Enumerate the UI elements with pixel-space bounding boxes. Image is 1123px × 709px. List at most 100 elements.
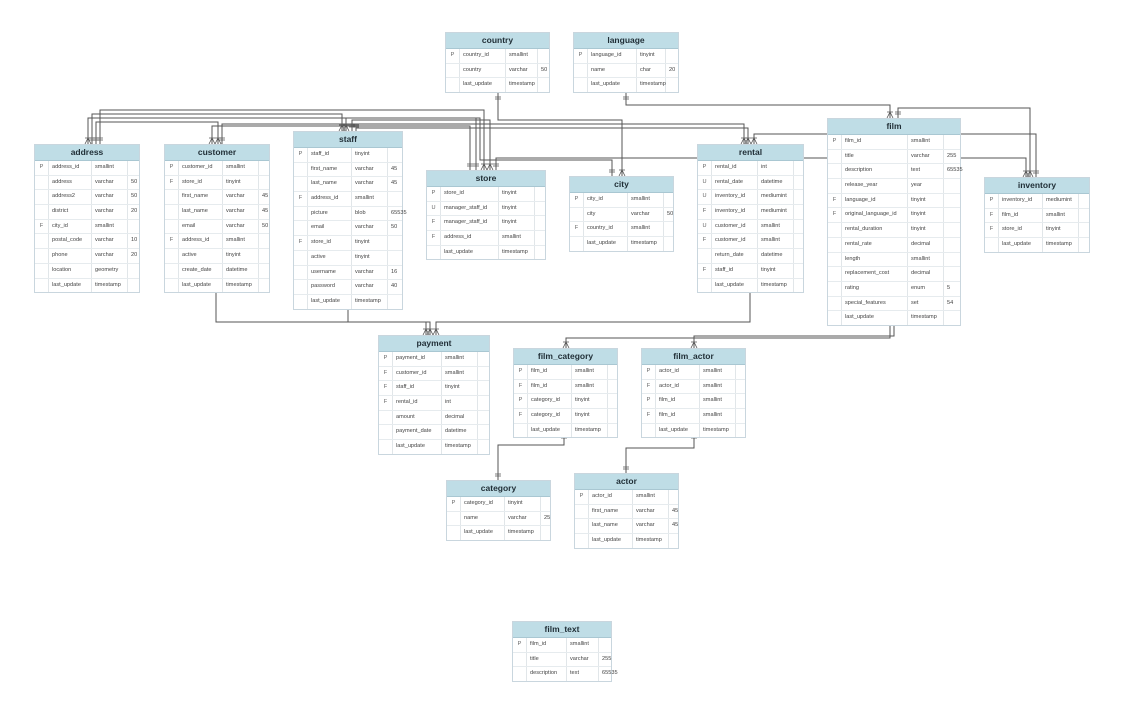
column-row[interactable]: rental_durationtinyint [828,223,960,238]
column-row[interactable]: pictureblob65535 [294,206,407,222]
column-row[interactable]: descriptiontext65535 [828,164,963,180]
column-row[interactable]: activetinyint [294,250,402,266]
table-film[interactable]: filmPfilm_idsmallinttitlevarchar255descr… [827,118,963,326]
table-payment[interactable]: paymentPpayment_idsmallintFcustomer_idsm… [378,335,490,455]
column-row[interactable]: Paddress_idsmallint [35,161,139,176]
column-row[interactable]: amountdecimal [379,410,489,426]
column-row[interactable]: titlevarchar255 [828,149,960,165]
table-city[interactable]: cityPcity_idsmallintcityvarchar50Fcountr… [569,176,674,252]
column-row[interactable]: Pstore_idtinyint [427,187,545,202]
column-row[interactable]: Fmanager_staff_idtinyint [427,216,545,232]
column-row[interactable]: Ppayment_idsmallint [379,352,489,367]
column-row[interactable]: Ucustomer_idsmallint [698,219,803,235]
column-row[interactable]: Pcountry_idsmallint [446,49,549,64]
column-row[interactable]: emailvarchar50 [294,221,402,237]
column-row[interactable]: descriptiontext65535 [513,667,618,682]
column-row[interactable]: Pfilm_idsmallint [513,638,611,653]
column-row[interactable]: postal_codevarchar10 [35,234,139,250]
table-address[interactable]: addressPaddress_idsmallintaddressvarchar… [34,144,140,294]
column-row[interactable]: Fcustomer_idsmallint [698,234,803,250]
column-row[interactable]: last_updatetimestamp [294,294,402,309]
column-row[interactable]: Ffilm_idsmallint [985,208,1089,224]
table-customer[interactable]: customerPcustomer_idsmallintFstore_idtin… [164,144,270,294]
column-row[interactable]: Pinventory_idmediumint [985,194,1089,209]
column-row[interactable]: replacement_costdecimal [828,267,960,282]
column-row[interactable]: Pactor_idsmallint [642,365,745,380]
column-row[interactable]: Pstaff_idtinyint [294,148,402,163]
column-row[interactable]: Pcity_idsmallint [570,193,673,208]
column-row[interactable]: Faddress_idsmallint [165,234,269,250]
table-language[interactable]: languagePlanguage_idtinyintnamechar20las… [573,32,679,94]
column-row[interactable]: Prental_idint [698,161,803,176]
column-row[interactable]: Planguage_idtinyint [574,49,678,64]
column-row[interactable]: Urental_datedatetime [698,175,803,191]
table-film-actor[interactable]: film_actorPactor_idsmallintFactor_idsmal… [641,348,746,439]
column-row[interactable]: last_updatetimestamp [427,245,545,260]
column-row[interactable]: Pcategory_idtinyint [514,394,617,410]
column-row[interactable]: Fcategory_idtinyint [514,409,617,424]
table-film-category[interactable]: film_categoryPfilm_idsmallintFfilm_idsma… [513,348,618,439]
table-store[interactable]: storePstore_idtinyintUmanager_staff_idti… [426,170,546,261]
column-row[interactable]: last_updatetimestamp [828,311,960,325]
column-row[interactable]: first_namevarchar45 [575,504,678,520]
column-row[interactable]: usernamevarchar16 [294,265,402,281]
column-row[interactable]: last_namevarchar45 [165,205,269,220]
column-row[interactable]: last_updatetimestamp [575,534,678,548]
column-row[interactable]: address2varchar50 [35,190,139,206]
table-category[interactable]: categoryPcategory_idtinyintnamevarchar25… [446,480,551,542]
table-actor[interactable]: actorPactor_idsmallintfirst_namevarchar4… [574,473,679,549]
column-row[interactable]: Finventory_idmediumint [698,205,803,220]
column-row[interactable]: last_updatetimestamp [446,78,549,93]
column-row[interactable]: ratingenum5 [828,281,960,297]
column-row[interactable]: last_updatetimestamp [165,278,269,293]
column-row[interactable]: last_updatetimestamp [447,526,550,541]
table-film-text[interactable]: film_textPfilm_idsmallinttitlevarchar255… [512,621,618,683]
column-row[interactable]: namechar20 [574,63,678,79]
column-row[interactable]: last_updatetimestamp [514,423,617,438]
column-row[interactable]: Uinventory_idmediumint [698,190,803,206]
column-row[interactable]: last_updatetimestamp [574,78,678,93]
column-row[interactable]: Umanager_staff_idtinyint [427,201,545,217]
column-row[interactable]: Fstore_idtinyint [294,236,402,251]
column-row[interactable]: first_namevarchar45 [294,162,402,178]
table-country[interactable]: countryPcountry_idsmallintcountryvarchar… [445,32,550,94]
column-row[interactable]: return_datedatetime [698,249,803,264]
column-row[interactable]: Fstaff_idtinyint [698,263,803,279]
column-row[interactable]: create_datedatetime [165,263,269,279]
column-row[interactable]: Flanguage_idtinyint [828,193,960,209]
column-row[interactable]: special_featuresset54 [828,296,960,312]
column-row[interactable]: last_updatetimestamp [570,237,673,251]
column-row[interactable]: Fstaff_idtinyint [379,381,489,397]
column-row[interactable]: countryvarchar50 [446,63,549,79]
column-row[interactable]: Pactor_idsmallint [575,490,678,505]
column-row[interactable]: last_updatetimestamp [642,423,745,438]
column-row[interactable]: payment_datedatetime [379,425,489,441]
column-row[interactable]: titlevarchar255 [513,652,611,668]
column-row[interactable]: addressvarchar50 [35,175,139,191]
column-row[interactable]: last_namevarchar45 [575,519,678,535]
column-row[interactable]: Fcity_idsmallint [35,219,139,235]
column-row[interactable]: locationgeometry [35,263,139,279]
column-row[interactable]: last_updatetimestamp [698,278,803,293]
column-row[interactable]: districtvarchar20 [35,205,139,220]
column-row[interactable]: Faddress_idsmallint [294,192,402,207]
column-row[interactable]: Frental_idint [379,396,489,411]
column-row[interactable]: phonevarchar20 [35,249,139,264]
column-row[interactable]: last_updatetimestamp [35,278,139,293]
table-staff[interactable]: staffPstaff_idtinyintfirst_namevarchar45… [293,131,407,310]
column-row[interactable]: last_updatetimestamp [985,238,1089,252]
column-row[interactable]: Foriginal_language_idtinyint [828,208,960,224]
column-row[interactable]: cityvarchar50 [570,207,673,223]
column-row[interactable]: lengthsmallint [828,252,960,268]
column-row[interactable]: last_namevarchar45 [294,177,402,193]
table-rental[interactable]: rentalPrental_idintUrental_datedatetimeU… [697,144,804,294]
column-row[interactable]: Pcategory_idtinyint [447,497,550,512]
column-row[interactable]: passwordvarchar40 [294,280,402,295]
column-row[interactable]: emailvarchar50 [165,219,269,235]
column-row[interactable]: Factor_idsmallint [642,379,745,395]
column-row[interactable]: namevarchar25 [447,511,550,527]
column-row[interactable]: Fcountry_idsmallint [570,222,673,238]
column-row[interactable]: Faddress_idsmallint [427,231,545,246]
column-row[interactable]: Pfilm_idsmallint [642,394,745,410]
column-row[interactable]: last_updatetimestamp [379,440,489,454]
